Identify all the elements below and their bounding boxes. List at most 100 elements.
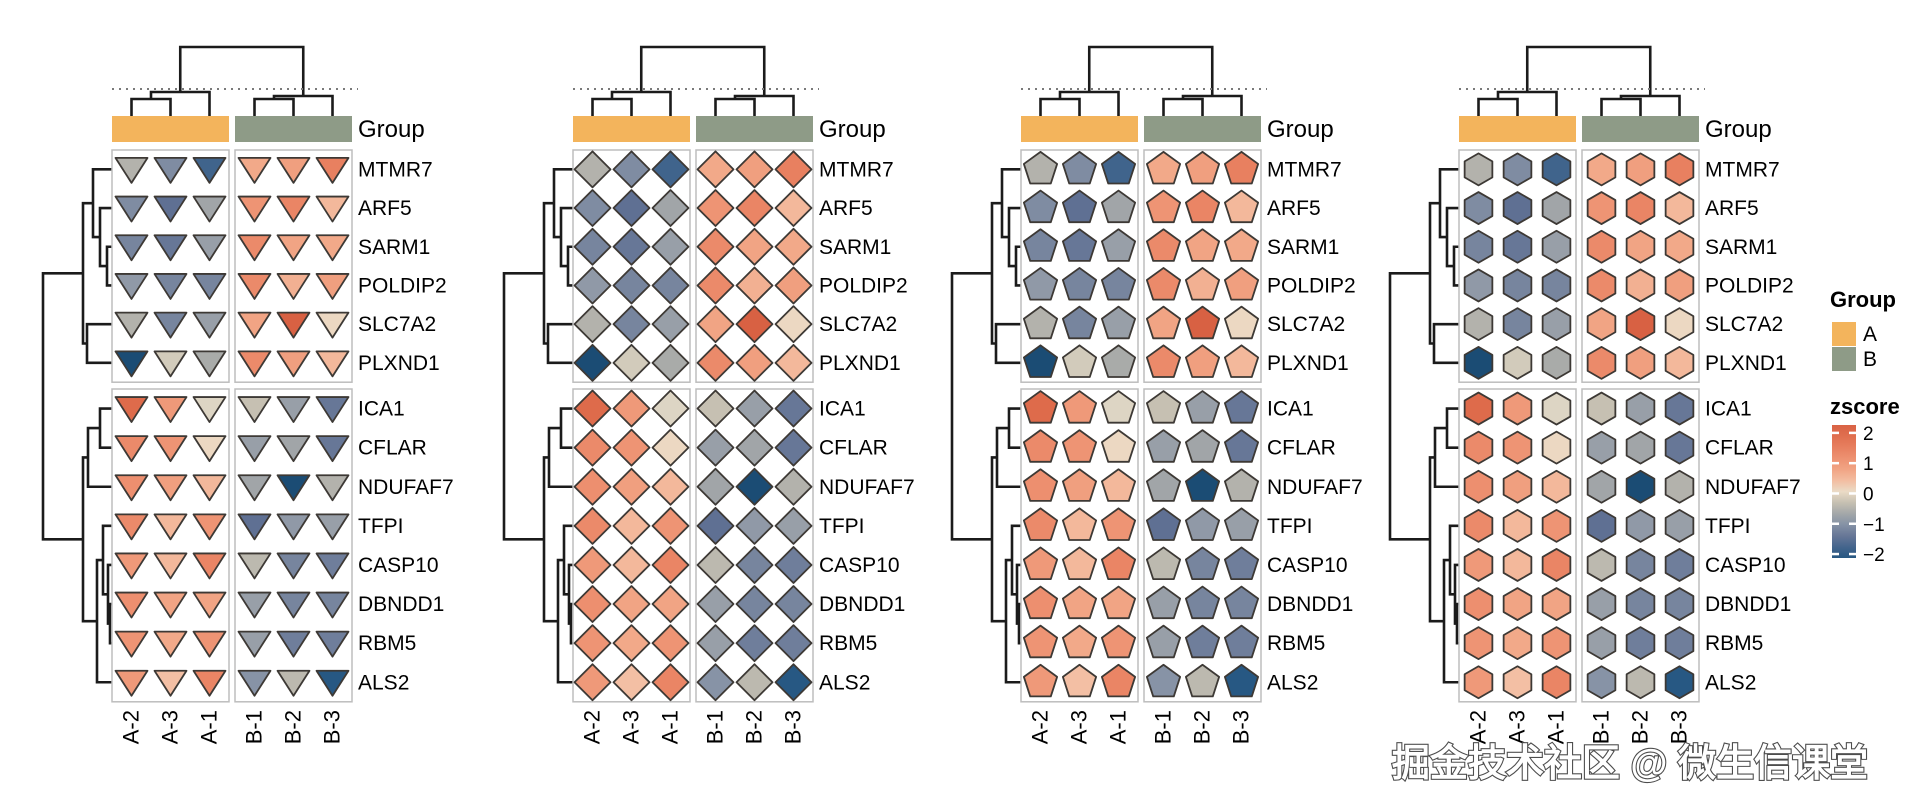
heatmap-cell-MTMR7-B-2 xyxy=(1184,150,1221,185)
colorbar-tick-mark xyxy=(1849,492,1856,495)
heatmap-cell-TFPI-A-2 xyxy=(114,513,149,541)
heatmap-cell-DBNDD1-A-1 xyxy=(1541,587,1572,621)
heatmap-cell-DBNDD1-B-1 xyxy=(1145,585,1182,620)
heatmap-cell-NDUFAF7-A-1 xyxy=(651,467,690,506)
heatmap-cell-ICA1-B-3 xyxy=(774,389,813,428)
heatmap-cell-ARF5-A-2 xyxy=(1463,191,1494,225)
heatmap-cell-PLXND1-A-1 xyxy=(651,343,690,382)
heatmap-cell-SARM1-B-2 xyxy=(1625,229,1656,264)
heatmap-cell-SARM1-B-3 xyxy=(315,234,350,262)
heatmap-cell-ALS2-B-2 xyxy=(735,663,774,702)
heatmap-cell-SLC7A2-A-1 xyxy=(192,311,227,339)
heatmap-cell-NDUFAF7-B-3 xyxy=(1223,468,1260,502)
heatmap-cell-PLXND1-A-1 xyxy=(1541,345,1572,380)
heatmap-cell-SARM1-A-1 xyxy=(1541,229,1572,264)
heatmap-cell-SARM1-B-1 xyxy=(1586,229,1617,264)
heatmap-cell-SARM1-B-1 xyxy=(1145,228,1182,262)
heatmap-cell-CFLAR-A-1 xyxy=(651,428,690,467)
heatmap-cell-ICA1-B-3 xyxy=(1223,390,1260,424)
heatmap-cell-SARM1-A-1 xyxy=(192,234,227,262)
heatmap-cell-ICA1-A-1 xyxy=(651,389,690,428)
heatmap-cell-SARM1-A-2 xyxy=(1463,229,1494,264)
group-annotation-title: Group xyxy=(358,116,425,143)
heatmap-cell-SARM1-A-3 xyxy=(612,227,651,266)
heatmap-cell-NDUFAF7-A-2 xyxy=(573,467,612,506)
heatmap-cell-TFPI-A-1 xyxy=(651,506,690,545)
heatmap-cell-DBNDD1-A-2 xyxy=(1463,587,1494,621)
heatmap-cell-CASP10-B-2 xyxy=(1625,548,1656,582)
column-label: B-2 xyxy=(281,710,306,744)
column-label: A-3 xyxy=(1505,710,1530,744)
heatmap-cell-NDUFAF7-B-3 xyxy=(315,474,350,502)
heatmap-cell-CASP10-B-3 xyxy=(774,546,813,584)
heatmap-cell-ALS2-B-2 xyxy=(1625,665,1656,700)
heatmap-cell-DBNDD1-B-3 xyxy=(315,591,350,619)
heatmap-cell-RBM5-B-2 xyxy=(735,624,774,663)
column-label: B-1 xyxy=(1151,710,1176,744)
heatmap-cell-SARM1-B-1 xyxy=(237,234,272,262)
heatmap-block-border xyxy=(1458,149,1577,383)
heatmap-block-border xyxy=(572,149,691,383)
heatmap-cell-ARF5-B-1 xyxy=(237,195,272,223)
heatmap-cell-CFLAR-B-3 xyxy=(1223,429,1260,463)
gene-label: NDUFAF7 xyxy=(358,476,454,499)
heatmap-cell-MTMR7-B-2 xyxy=(735,150,774,189)
heatmap-cell-CFLAR-A-1 xyxy=(192,435,227,463)
gene-label: SARM1 xyxy=(1267,236,1339,259)
gene-label: MTMR7 xyxy=(1267,158,1342,181)
heatmap-cell-ALS2-A-3 xyxy=(612,663,651,702)
column-dendrogram xyxy=(591,45,795,116)
heatmap-cell-ARF5-B-2 xyxy=(1184,189,1221,224)
heatmap-cell-POLDIP2-B-2 xyxy=(735,266,774,305)
heatmap-cell-MTMR7-B-3 xyxy=(774,150,813,189)
gene-label: MTMR7 xyxy=(1705,158,1780,181)
heatmap-cell-ARF5-A-1 xyxy=(192,195,227,223)
heatmap-cell-CASP10-B-1 xyxy=(696,546,735,584)
heatmap-cell-CASP10-A-1 xyxy=(651,546,690,584)
row-dendrogram xyxy=(950,168,1021,684)
heatmap-cell-ARF5-B-3 xyxy=(1223,189,1260,224)
legend-swatch-A xyxy=(1832,322,1856,346)
heatmap-cell-MTMR7-A-1 xyxy=(1541,152,1572,187)
heatmap-cell-DBNDD1-B-1 xyxy=(696,585,735,623)
gene-label: ARF5 xyxy=(358,197,412,220)
heatmap-cell-SLC7A2-A-1 xyxy=(1541,307,1572,342)
heatmap-cell-SARM1-A-2 xyxy=(1022,228,1059,262)
heatmap-cell-ALS2-A-2 xyxy=(114,669,149,697)
heatmap-cell-POLDIP2-B-3 xyxy=(1664,268,1695,303)
heatmap-cell-SLC7A2-A-2 xyxy=(1463,307,1494,342)
heatmap-cell-CFLAR-B-2 xyxy=(735,428,774,467)
heatmap-cell-SARM1-B-2 xyxy=(276,234,311,262)
heatmap-cell-DBNDD1-A-1 xyxy=(192,591,227,619)
heatmap-cell-RBM5-B-1 xyxy=(1145,624,1182,659)
heatmap-cell-MTMR7-A-3 xyxy=(1502,152,1533,187)
gene-label: CFLAR xyxy=(358,437,427,460)
gene-label: SARM1 xyxy=(1705,236,1777,259)
heatmap-cell-ALS2-B-1 xyxy=(237,669,272,697)
heatmap-cell-PLXND1-B-3 xyxy=(315,350,350,378)
heatmap-cell-ARF5-A-2 xyxy=(1022,189,1059,224)
heatmap-cell-RBM5-A-3 xyxy=(1502,626,1533,661)
gene-label: DBNDD1 xyxy=(1267,593,1353,616)
heatmap-cell-ALS2-A-3 xyxy=(1061,663,1098,698)
heatmap-cell-MTMR7-A-2 xyxy=(573,150,612,189)
heatmap-cell-MTMR7-A-2 xyxy=(1463,152,1494,187)
heatmap-cell-NDUFAF7-B-1 xyxy=(1145,468,1182,502)
heatmap-cell-SLC7A2-B-3 xyxy=(1223,305,1260,340)
heatmap-cell-TFPI-A-2 xyxy=(1463,508,1494,543)
watermark-text: 掘金技术社区 @ 微生信课堂 xyxy=(1392,742,1868,785)
gene-label: RBM5 xyxy=(358,632,416,655)
heatmap-cell-POLDIP2-A-3 xyxy=(153,273,188,300)
heatmap-cell-SARM1-B-1 xyxy=(696,227,735,266)
heatmap-cell-CFLAR-A-3 xyxy=(612,428,651,467)
heatmap-cell-CASP10-A-3 xyxy=(153,552,188,580)
heatmap-cell-SARM1-A-3 xyxy=(153,234,188,262)
heatmap-cell-MTMR7-A-3 xyxy=(612,150,651,189)
heatmap-cell-CASP10-B-2 xyxy=(1184,546,1221,581)
column-label: B-3 xyxy=(320,710,345,744)
gene-label: RBM5 xyxy=(1267,632,1325,655)
column-label: A-1 xyxy=(658,710,683,744)
heatmap-cell-RBM5-A-2 xyxy=(114,630,149,658)
heatmap-cell-DBNDD1-B-2 xyxy=(1625,587,1656,621)
heatmap-cell-SLC7A2-B-3 xyxy=(315,311,350,339)
